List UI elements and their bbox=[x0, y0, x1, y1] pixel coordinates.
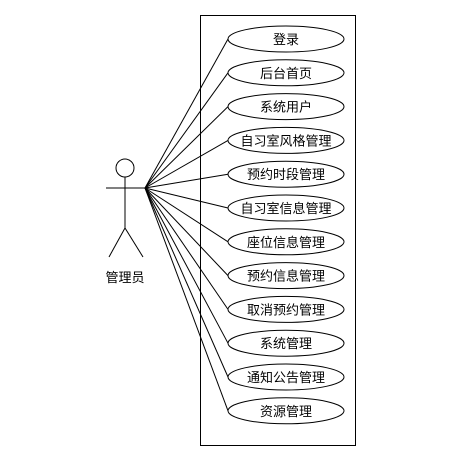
use-case: 自习室风格管理 bbox=[227, 126, 345, 154]
system-boundary bbox=[200, 15, 356, 446]
use-case-label: 自习室信息管理 bbox=[240, 201, 331, 217]
association-line bbox=[144, 173, 229, 189]
use-case-ellipse bbox=[227, 228, 345, 256]
use-case: 座位信息管理 bbox=[227, 228, 345, 256]
use-case-ellipse bbox=[227, 397, 345, 425]
use-case: 预约信息管理 bbox=[227, 262, 345, 290]
use-case-label: 预约信息管理 bbox=[247, 269, 325, 285]
actor bbox=[106, 158, 145, 258]
actor-left-leg bbox=[108, 227, 126, 258]
use-case-label: 自习室风格管理 bbox=[240, 133, 331, 149]
actor-head bbox=[115, 158, 135, 178]
association-line bbox=[144, 187, 229, 310]
use-case-ellipse bbox=[227, 194, 345, 222]
use-case: 登录 bbox=[227, 25, 345, 53]
use-case-ellipse bbox=[227, 295, 345, 323]
use-case: 资源管理 bbox=[227, 397, 345, 425]
use-case: 预约时段管理 bbox=[227, 160, 345, 188]
association-line bbox=[144, 187, 229, 378]
use-case-ellipse bbox=[227, 160, 345, 188]
use-case-ellipse bbox=[227, 363, 345, 391]
use-case-label: 座位信息管理 bbox=[247, 235, 325, 251]
use-case: 系统用户 bbox=[227, 93, 345, 121]
association-line bbox=[144, 187, 229, 276]
association-line bbox=[144, 72, 229, 189]
use-case-label: 通知公告管理 bbox=[247, 370, 325, 386]
use-case-ellipse bbox=[227, 93, 345, 121]
use-case-ellipse bbox=[227, 25, 345, 53]
use-case-label: 预约时段管理 bbox=[247, 168, 325, 183]
use-case-label: 后台首页 bbox=[260, 67, 312, 82]
use-case-label: 系统用户 bbox=[260, 100, 312, 116]
use-case-label: 登录 bbox=[273, 33, 299, 48]
association-line bbox=[144, 187, 229, 411]
use-case-ellipse bbox=[227, 262, 345, 290]
use-case-label: 系统管理 bbox=[260, 337, 312, 352]
association-line bbox=[144, 139, 229, 189]
use-case-list: 登录后台首页系统用户自习室风格管理预约时段管理自习室信息管理座位信息管理预约信息… bbox=[227, 25, 345, 425]
actor-label: 管理员 bbox=[105, 271, 144, 286]
use-case-label: 资源管理 bbox=[260, 405, 312, 420]
association-line bbox=[144, 38, 229, 189]
use-case: 系统管理 bbox=[227, 329, 345, 357]
association-line bbox=[144, 187, 229, 344]
use-case: 自习室信息管理 bbox=[227, 194, 345, 222]
use-case: 取消预约管理 bbox=[227, 295, 345, 323]
use-case-ellipse bbox=[227, 126, 345, 154]
use-case-ellipse bbox=[227, 329, 345, 357]
actor-right-leg bbox=[124, 227, 144, 258]
association-line bbox=[144, 187, 229, 209]
association-line bbox=[144, 106, 229, 189]
association-line bbox=[144, 187, 229, 243]
use-case-ellipse bbox=[227, 59, 345, 87]
use-case: 通知公告管理 bbox=[227, 363, 345, 391]
use-case-label: 取消预约管理 bbox=[247, 303, 325, 318]
use-case: 后台首页 bbox=[227, 59, 345, 87]
association-lines bbox=[144, 38, 229, 411]
